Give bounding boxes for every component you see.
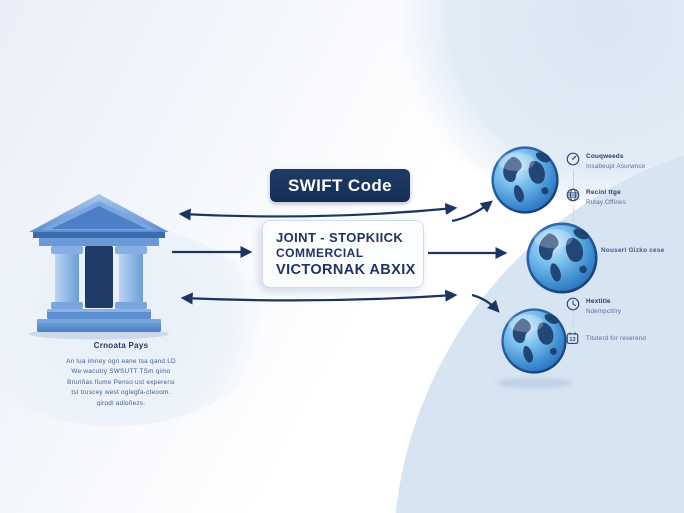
feature-subtitle: Tituterd for reserend	[586, 335, 647, 342]
bank-caption-line: qirodi adioñezs.	[96, 399, 146, 407]
swift-code-badge: SWIFT Code	[270, 169, 410, 202]
feature-item-2: Recinl ttge Rutay Offines	[566, 188, 626, 207]
globe-middle-icon	[526, 222, 598, 294]
globe-top-icon	[491, 146, 559, 214]
globe-bottom-shadow	[496, 378, 572, 388]
feature-title: Recinl ttge	[586, 189, 621, 196]
feature-subtitle: Rutay Offines	[586, 199, 626, 206]
bank-caption-line: Brunñas fiume Penso ust experersi	[67, 378, 175, 386]
connector-line	[573, 170, 574, 190]
globe-bottom-icon	[501, 308, 567, 374]
feature-title: Hextitle	[586, 298, 611, 305]
feature-item-1: Couqweeds Insabeupt Asurwnce	[566, 152, 645, 171]
swift-code-badge-label: SWIFT Code	[287, 175, 393, 195]
bank-name-line1: JOINT - STOPKIICK	[276, 229, 404, 245]
globe-middle-note: Nouserl Gizko cese	[601, 247, 665, 254]
arrow-curve-top-globe	[451, 200, 493, 223]
feature-subtitle: Ndempcttlry	[586, 308, 622, 315]
svg-text:13: 13	[569, 337, 575, 343]
feature-subtitle: Insabeupt Asurwnce	[586, 163, 646, 170]
bank-caption-line: tsl truscey west oglegfa-cteoom.	[71, 389, 171, 397]
bank-caption-title: Crnoata Pays	[93, 341, 149, 350]
feature-title: Couqweeds	[586, 153, 624, 160]
connector-line	[573, 206, 574, 222]
feature-item-4: 13 Tituterd for reserend	[565, 331, 646, 345]
gauge-icon	[566, 152, 580, 166]
bank-icon	[29, 194, 169, 340]
feature-item-3: Hextitle Ndempcttlry	[566, 297, 621, 316]
bank-name-line3: VICTORNAK ABXIX	[276, 261, 416, 278]
bank-name-line2: COMMERCIAL	[276, 245, 364, 260]
clock-icon	[566, 297, 580, 311]
bank-name-box: JOINT - STOPKIICK COMMERCIAL VICTORNAK A…	[262, 220, 424, 288]
bank-caption-line: An lua imney ogn eane tsa qand LD	[66, 358, 176, 365]
arrow-top-double	[178, 202, 458, 221]
globe-lines-icon	[566, 188, 580, 202]
connector-line	[573, 314, 574, 328]
bank-caption: Crnoata Pays An lua imney ogn eane tsa q…	[35, 341, 207, 409]
calendar-icon: 13	[566, 332, 579, 344]
bank-caption-line: We wacutry SWSUTT TSm qimo	[71, 368, 171, 376]
